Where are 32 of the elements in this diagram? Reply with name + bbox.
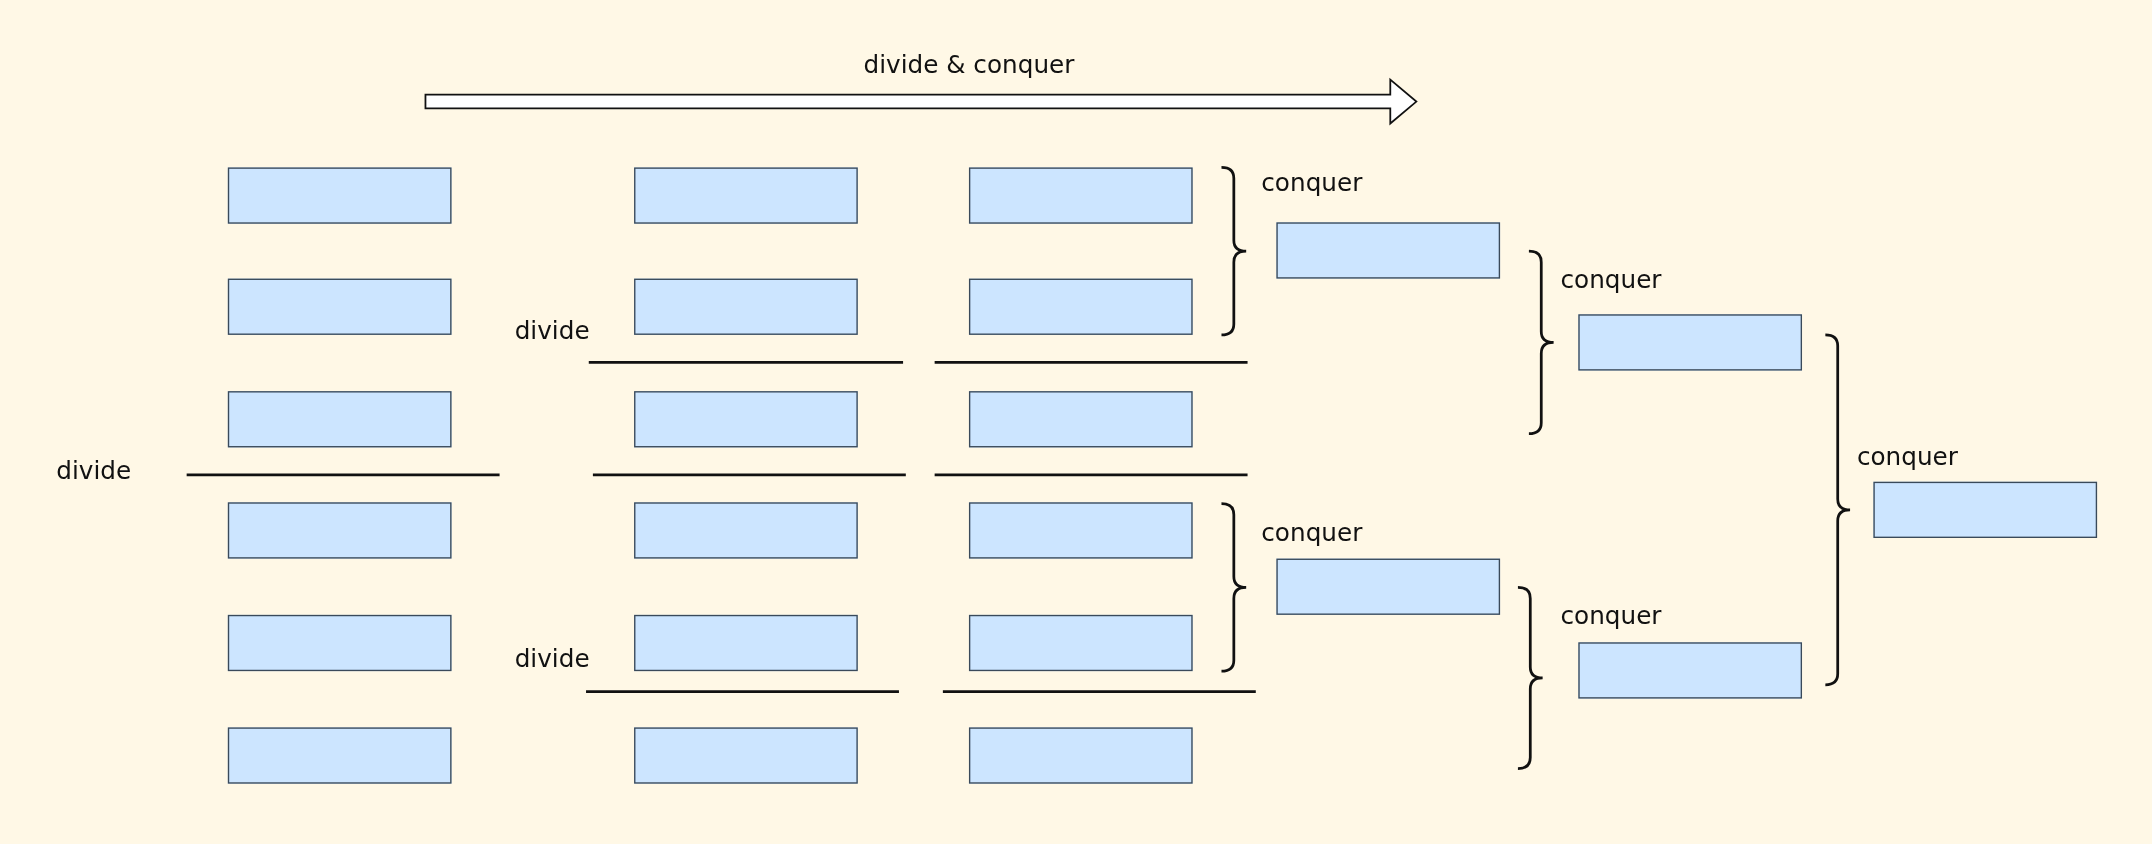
empty-box (968, 391, 1193, 448)
empty-box (227, 391, 452, 448)
step-label: conquer (1856, 444, 1958, 470)
step-label: divide (514, 318, 590, 344)
empty-box (227, 727, 452, 784)
empty-box (227, 167, 452, 224)
empty-box (227, 502, 452, 559)
step-label: divide (56, 458, 132, 484)
empty-box (634, 727, 858, 784)
empty-box (634, 502, 858, 559)
empty-box (634, 278, 858, 335)
empty-box (1578, 314, 1803, 371)
arrow-label: divide & conquer (863, 52, 1075, 77)
empty-box (634, 614, 858, 672)
empty-box (968, 614, 1193, 672)
empty-box (968, 502, 1193, 559)
empty-box (227, 278, 452, 335)
empty-box (968, 278, 1193, 335)
step-label: divide (514, 646, 590, 672)
step-label: conquer (1261, 170, 1363, 195)
empty-box (1873, 481, 2098, 538)
empty-box (1578, 642, 1803, 699)
empty-box (1276, 222, 1501, 279)
empty-box (968, 727, 1193, 784)
step-label: conquer (1560, 603, 1662, 629)
step-label: conquer (1560, 267, 1662, 293)
empty-box (634, 167, 858, 224)
empty-box (227, 614, 452, 672)
empty-box (968, 167, 1193, 224)
empty-box (634, 391, 858, 448)
step-label: conquer (1261, 520, 1363, 545)
empty-box (1276, 558, 1501, 615)
